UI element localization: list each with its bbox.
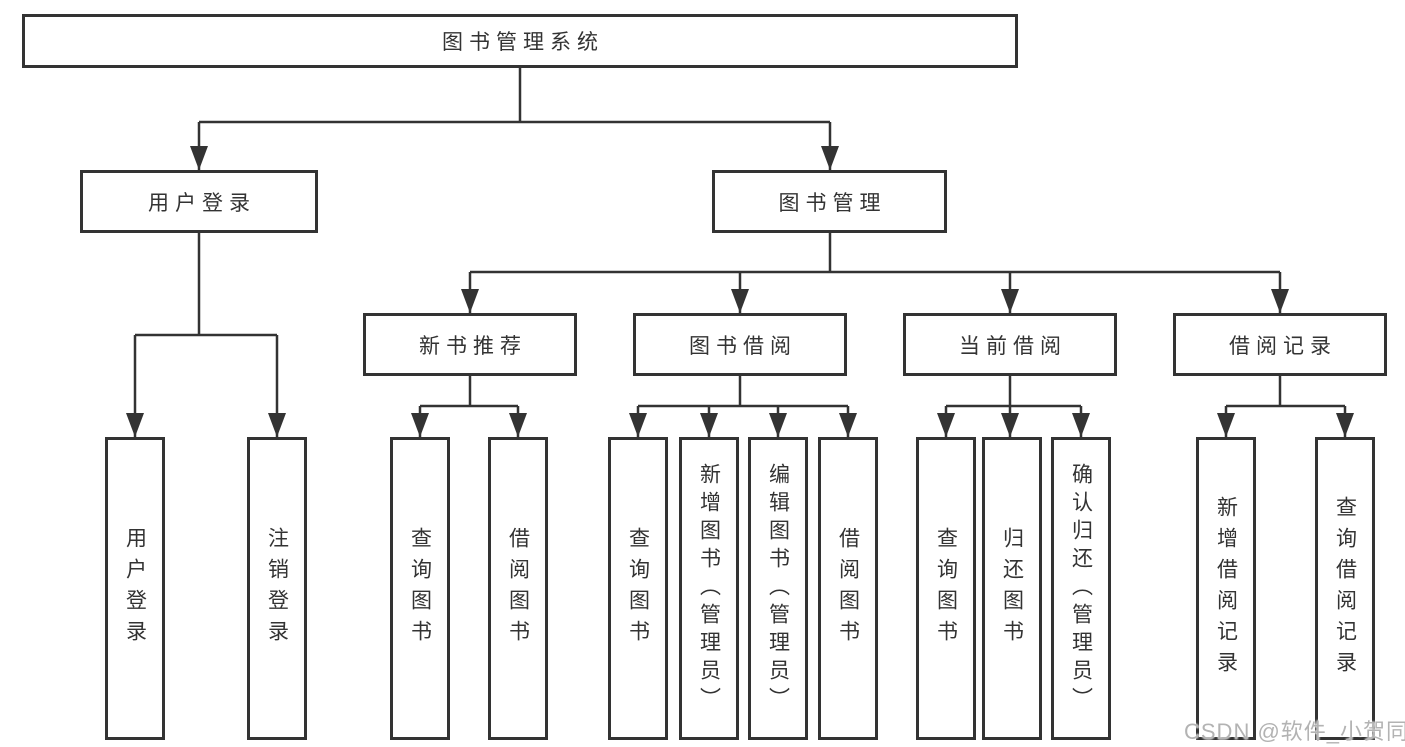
leaf-cb-confirm-return-admin: 确认归还（管理员） [1051, 437, 1111, 740]
connector-borrow-rec-to-leaves [1217, 376, 1354, 437]
leaf-br-add-record: 新增借阅记录 [1196, 437, 1256, 740]
watermark: CSDN @软件_小贺同学 [1184, 719, 1405, 744]
node-borrowing-records: 借阅记录 [1173, 313, 1387, 376]
leaf-bb-query-books: 查询图书 [608, 437, 668, 740]
node-new-book-recommendation: 新书推荐 [363, 313, 577, 376]
leaf-nbr-query-books: 查询图书 [390, 437, 450, 740]
leaf-user-login: 用户登录 [105, 437, 165, 740]
connector-new-book-rec-to-leaves [411, 376, 527, 437]
leaf-cb-query-books: 查询图书 [916, 437, 976, 740]
node-current-borrowing: 当前借阅 [903, 313, 1117, 376]
leaf-br-query-record: 查询借阅记录 [1315, 437, 1375, 740]
leaf-bb-edit-books-admin: 编辑图书（管理员） [748, 437, 808, 740]
node-user-login: 用户登录 [80, 170, 318, 233]
connector-cur-borrow-to-leaves [937, 376, 1090, 437]
leaf-nbr-borrow-books: 借阅图书 [488, 437, 548, 740]
leaf-cb-return-books: 归还图书 [982, 437, 1042, 740]
node-root-system: 图书管理系统 [22, 14, 1018, 68]
node-book-management: 图书管理 [712, 170, 947, 233]
connector-book-borrow-to-leaves [629, 376, 857, 437]
node-book-borrowing: 图书借阅 [633, 313, 847, 376]
connector-user-login-to-leaves [126, 233, 286, 437]
leaf-bb-add-books-admin: 新增图书（管理员） [679, 437, 739, 740]
leaf-logout: 注销登录 [247, 437, 307, 740]
leaf-bb-borrow-books: 借阅图书 [818, 437, 878, 740]
connector-root-to-level2 [190, 68, 839, 170]
connector-book-mgmt-to-level3 [461, 233, 1289, 313]
